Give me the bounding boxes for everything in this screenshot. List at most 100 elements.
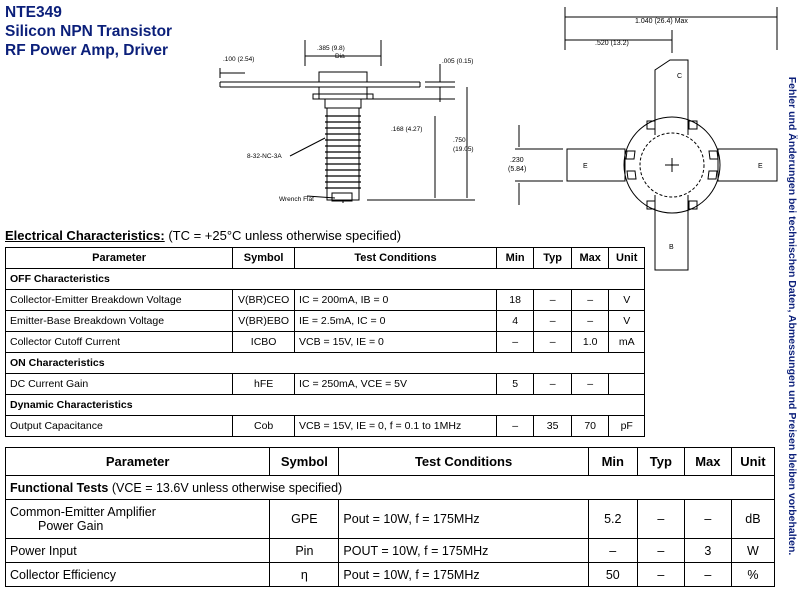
col-max: Max [683, 447, 732, 476]
functional-tests-table: Parameter Symbol Test Conditions Min Typ… [4, 447, 776, 587]
table-row: Collector-Emitter Breakdown Voltage V(BR… [4, 289, 645, 311]
table-header-row: Parameter Symbol Test Conditions Min Typ… [4, 247, 645, 269]
col-symbol: Symbol [232, 247, 296, 269]
electrical-heading-condition: (TC = +25°C unless otherwise specified) [168, 228, 402, 243]
cell-unit: mA [608, 331, 645, 353]
col-symbol: Symbol [269, 447, 340, 476]
top-view-drawing: 1.040 (26.4) Max .520 (13.2) .230 (5.84)… [508, 7, 778, 271]
section-label: OFF Characteristics [5, 268, 645, 290]
cell-symbol: hFE [232, 373, 296, 395]
cell-conditions: Pout = 10W, f = 175MHz [338, 562, 589, 587]
cell-max: – [570, 310, 610, 332]
dim-tab-height-mm: (5.84) [508, 166, 526, 173]
cell-min: 5 [495, 373, 535, 395]
cell-conditions: IC = 200mA, IB = 0 [294, 289, 497, 311]
cell-max: 70 [570, 415, 610, 437]
cell-parameter: Output Capacitance [4, 415, 234, 437]
cell-typ: – [533, 310, 572, 332]
col-test-conditions: Test Conditions [338, 447, 589, 476]
cell-max: 1.0 [570, 331, 610, 353]
section-row: ON Characteristics [5, 352, 645, 374]
section-title: Functional Tests [10, 480, 109, 495]
cell-symbol: V(BR)EBO [232, 310, 296, 332]
cell-min: – [495, 331, 535, 353]
cell-symbol: ICBO [232, 331, 296, 353]
col-max: Max [570, 247, 610, 269]
cell-symbol: Cob [232, 415, 296, 437]
cell-min: 18 [495, 289, 535, 311]
col-parameter: Parameter [4, 447, 271, 476]
cell-unit: W [730, 538, 776, 563]
cell-min: – [495, 415, 535, 437]
cell-conditions: POUT = 10W, f = 175MHz [338, 538, 589, 563]
cell-parameter-line2: Power Gain [38, 519, 104, 533]
pin-emitter-left-label: E [583, 163, 588, 170]
cell-typ: – [636, 499, 685, 539]
cell-min: 5.2 [587, 499, 638, 539]
cell-max: – [570, 289, 610, 311]
col-min: Min [587, 447, 638, 476]
col-test-conditions: Test Conditions [294, 247, 497, 269]
cell-parameter: Collector Cutoff Current [4, 331, 234, 353]
cell-max: 3 [683, 538, 732, 563]
section-row: Functional Tests (VCE = 13.6V unless oth… [5, 475, 775, 500]
cell-unit: dB [730, 499, 776, 539]
dim-total-height: .750 [453, 137, 466, 144]
table-row: Collector Cutoff Current ICBO VCB = 15V,… [4, 331, 645, 353]
cell-max: – [570, 373, 610, 395]
cell-typ: – [533, 289, 572, 311]
table-header-row: Parameter Symbol Test Conditions Min Typ… [4, 447, 776, 476]
col-unit: Unit [730, 447, 776, 476]
part-number: NTE349 [5, 4, 62, 21]
cell-conditions: Pout = 10W, f = 175MHz [338, 499, 589, 539]
cell-symbol: Pin [269, 538, 340, 563]
dim-lead-thickness: .005 (0.15) [442, 58, 473, 65]
cell-unit: pF [608, 415, 645, 437]
cell-unit: % [730, 562, 776, 587]
cell-typ: – [636, 538, 685, 563]
cell-symbol: V(BR)CEO [232, 289, 296, 311]
col-typ: Typ [533, 247, 572, 269]
section-row: Dynamic Characteristics [5, 394, 645, 416]
cell-parameter: DC Current Gain [4, 373, 234, 395]
cell-parameter-line1: Common-Emitter Amplifier [10, 505, 156, 519]
cell-max: – [683, 562, 732, 587]
dim-total-height-mm: (19.05) [453, 146, 474, 153]
col-min: Min [495, 247, 535, 269]
side-view-drawing: .100 (2.54) .385 (9.8) Dia .005 (0.15) .… [219, 40, 475, 203]
part-application: RF Power Amp, Driver [5, 42, 169, 59]
dim-base-height: .168 (4.27) [391, 126, 422, 133]
table-row: Collector Efficiency η Pout = 10W, f = 1… [4, 562, 776, 587]
cell-typ: – [533, 373, 572, 395]
cell-parameter: Common-Emitter Amplifier Power Gain [4, 499, 271, 539]
cell-parameter: Emitter-Base Breakdown Voltage [4, 310, 234, 332]
electrical-characteristics-table: Parameter Symbol Test Conditions Min Typ… [4, 247, 645, 437]
cell-parameter: Collector-Emitter Breakdown Voltage [4, 289, 234, 311]
cell-min: 50 [587, 562, 638, 587]
table-row: Emitter-Base Breakdown Voltage V(BR)EBO … [4, 310, 645, 332]
pin-emitter-right-label: E [758, 163, 763, 170]
pin-base-label: B [669, 244, 674, 251]
dim-body-diameter: .385 (9.8) [317, 45, 345, 52]
section-condition: (VCE = 13.6V unless otherwise specified) [111, 480, 343, 495]
part-description: Silicon NPN Transistor [5, 23, 173, 40]
cell-unit: V [608, 289, 645, 311]
cell-unit [608, 373, 645, 395]
dim-lead-width: .100 (2.54) [223, 56, 254, 63]
col-parameter: Parameter [4, 247, 234, 269]
cell-conditions: IC = 250mA, VCE = 5V [294, 373, 497, 395]
pin-collector-label: C [677, 73, 682, 80]
col-unit: Unit [608, 247, 645, 269]
cell-symbol: GPE [269, 499, 340, 539]
dim-body-diameter-label: Dia [335, 53, 345, 60]
dim-half-width: .520 (13.2) [595, 40, 629, 47]
cell-conditions: VCB = 15V, IE = 0, f = 0.1 to 1MHz [294, 415, 497, 437]
cell-min: 4 [495, 310, 535, 332]
table-row: DC Current Gain hFE IC = 250mA, VCE = 5V… [4, 373, 645, 395]
cell-parameter: Power Input [4, 538, 271, 563]
electrical-heading-label: Electrical Characteristics: [5, 228, 165, 243]
table-row: Output Capacitance Cob VCB = 15V, IE = 0… [4, 415, 645, 437]
wrench-flat-label: Wrench Flat [279, 196, 314, 203]
section-row: OFF Characteristics [5, 268, 645, 290]
datasheet-title-block: NTE349 Silicon NPN Transistor RF Power A… [5, 3, 172, 60]
